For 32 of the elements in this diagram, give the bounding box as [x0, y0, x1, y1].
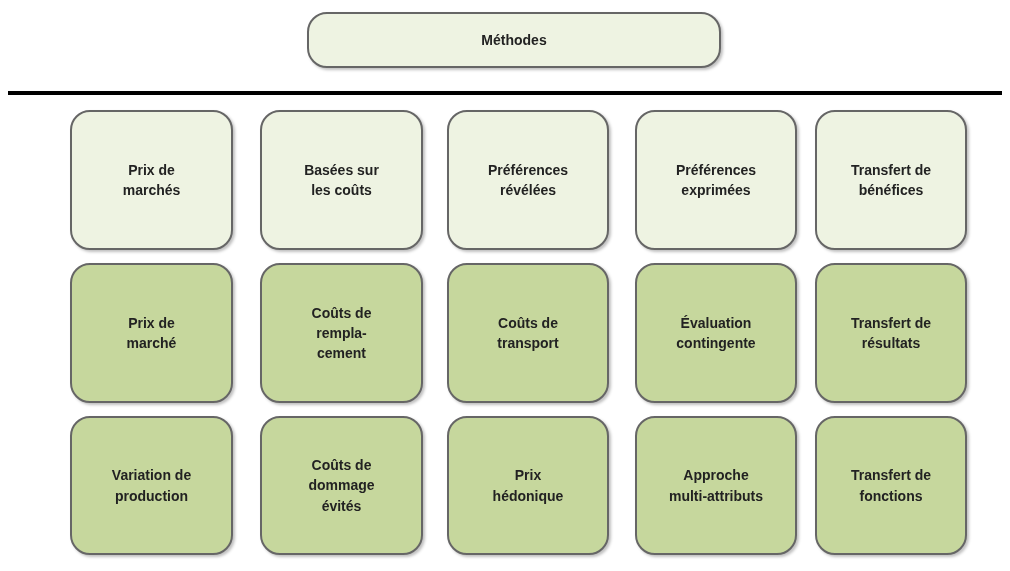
method-box: [260, 416, 423, 555]
box-label: Transfert de bénéfices: [849, 160, 933, 200]
box-label: Prix de marché: [125, 313, 178, 353]
method-box: [815, 416, 967, 555]
box-label: Variation de production: [110, 466, 193, 506]
method-box: [447, 416, 609, 555]
box-label: Transfert de fonctions: [849, 466, 933, 506]
method-box: [635, 263, 797, 403]
method-box: [447, 110, 609, 250]
method-box: [70, 263, 233, 403]
box-label: Méthodes: [481, 30, 547, 50]
box-label: Évaluation contingente: [675, 313, 757, 353]
method-box: [635, 416, 797, 555]
box-label: Basées sur les coûts: [303, 160, 380, 200]
method-box: [70, 416, 233, 555]
box-label: Prix hédonique: [491, 466, 565, 506]
box-label: Coûts de transport: [496, 313, 560, 353]
box-label: Transfert de résultats: [849, 313, 933, 353]
box-label: Préférences révélées: [486, 160, 570, 200]
method-box: [635, 110, 797, 250]
method-box: [70, 110, 233, 250]
method-box: [260, 110, 423, 250]
method-box: [815, 110, 967, 250]
box-label: Prix de marchés: [121, 160, 182, 200]
method-box: [447, 263, 609, 403]
box-label: Approche multi-attributs: [668, 466, 764, 506]
box-label: Préférences exprimées: [674, 160, 758, 200]
method-box: [815, 263, 967, 403]
box-label: Coûts de rempla-cement: [310, 303, 373, 364]
header-box: [307, 12, 721, 68]
method-box: [260, 263, 423, 403]
box-label: Coûts de dommage évités: [307, 456, 376, 516]
